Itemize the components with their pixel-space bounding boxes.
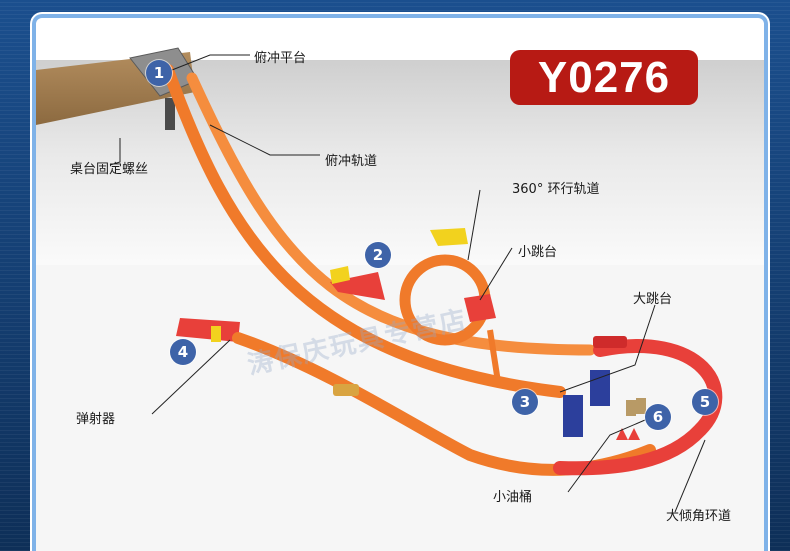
label-launch-platform: 俯冲平台 bbox=[254, 51, 307, 66]
dive-track-outer bbox=[162, 64, 566, 398]
toy-car-2 bbox=[593, 336, 627, 348]
cone-1 bbox=[616, 428, 628, 440]
label-clamp: 桌台固定螺丝 bbox=[70, 162, 149, 177]
dive-track-inner bbox=[186, 72, 596, 356]
marker-3: 3 bbox=[512, 389, 538, 415]
oil-barrel-2 bbox=[636, 398, 646, 414]
small-ramp bbox=[330, 272, 385, 300]
marker-5: 5 bbox=[692, 389, 718, 415]
clamp-screw bbox=[165, 98, 175, 130]
loop-support bbox=[487, 329, 501, 383]
label-small-ramp: 小跳台 bbox=[518, 245, 558, 260]
small-ramp-flag bbox=[330, 266, 350, 284]
label-banked-curve: 大倾角环道 bbox=[666, 509, 732, 524]
marker-2: 2 bbox=[365, 242, 391, 268]
loop-top-flag bbox=[430, 228, 468, 246]
label-launcher: 弹射器 bbox=[76, 412, 116, 427]
cone-2 bbox=[628, 428, 640, 440]
launcher bbox=[176, 318, 240, 342]
label-dive-track: 俯冲轨道 bbox=[325, 154, 378, 169]
big-ramp-block bbox=[464, 294, 496, 322]
marker-1: 1 bbox=[146, 60, 172, 86]
leader-lines bbox=[109, 54, 706, 513]
marker-6: 6 bbox=[645, 404, 671, 430]
barrier-1 bbox=[563, 395, 583, 437]
label-big-ramp: 大跳台 bbox=[633, 292, 673, 307]
toy-car-1 bbox=[333, 384, 359, 396]
label-loop: 360° 环行轨道 bbox=[512, 182, 600, 197]
marker-4: 4 bbox=[170, 339, 196, 365]
launcher-trigger bbox=[211, 326, 221, 342]
oil-barrel-1 bbox=[626, 400, 636, 416]
product-code-badge: Y0276 bbox=[510, 50, 698, 105]
label-oil-barrels: 小油桶 bbox=[493, 490, 533, 505]
banked-curve bbox=[553, 339, 723, 476]
